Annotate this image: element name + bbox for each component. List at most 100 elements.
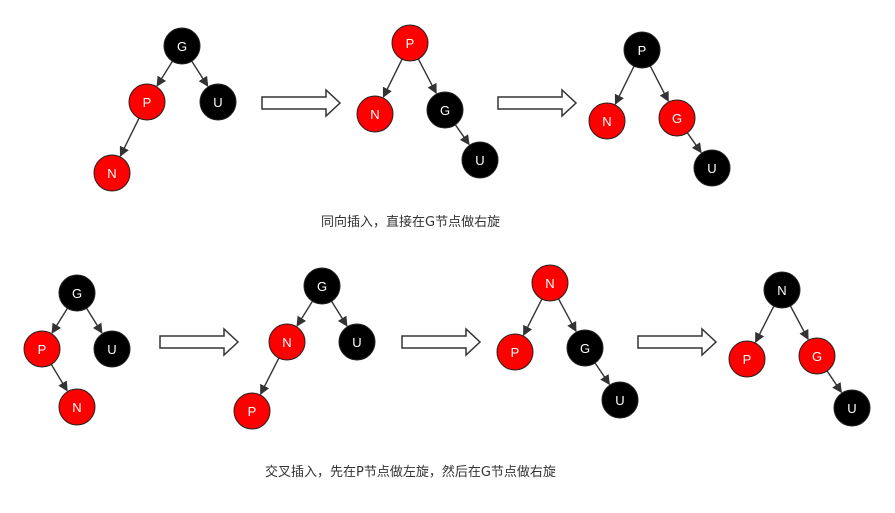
node-u: U (833, 389, 871, 427)
caption-cross-insert: 交叉插入，先在P节点做左旋，然后在G节点做右旋 (265, 465, 556, 480)
node-circle-black (601, 381, 639, 419)
node-u: U (693, 149, 731, 187)
node-g: G (658, 99, 696, 137)
nodes-cross-left-rotated: G N U P (233, 267, 376, 430)
node-circle-red (93, 154, 131, 192)
node-circle-black (58, 274, 96, 312)
node-u: U (461, 141, 499, 179)
node-n: N (356, 95, 394, 133)
node-label: G (672, 111, 682, 126)
nodes-cross-recolored: N P G U (728, 271, 871, 427)
node-circle-red (268, 323, 306, 361)
node-label: N (777, 283, 786, 298)
node-circle-red (496, 333, 534, 371)
node-circle-red (798, 337, 836, 375)
nodes-same-dir-rotated: P N G U (356, 24, 499, 179)
node-label: G (317, 279, 327, 294)
node-circle-black (763, 271, 801, 309)
node-circle-black (833, 389, 871, 427)
node-circle-black (623, 31, 661, 69)
node-g: G (58, 274, 96, 312)
node-label: G (177, 39, 187, 54)
node-circle-black (338, 323, 376, 361)
node-label: U (847, 401, 856, 416)
node-circle-red (531, 264, 569, 302)
node-circle-black (303, 267, 341, 305)
node-circle-black (199, 83, 237, 121)
node-circle-black (426, 91, 464, 129)
node-p: P (496, 333, 534, 371)
node-label: U (107, 342, 116, 357)
node-label: N (282, 335, 291, 350)
transition-arrow-cross-right-rotated-to-cross-recolored (637, 327, 718, 357)
node-g: G (163, 27, 201, 65)
node-n: N (763, 271, 801, 309)
node-label: G (812, 349, 822, 364)
node-circle-black (93, 330, 131, 368)
node-label: U (615, 393, 624, 408)
node-label: P (511, 345, 520, 360)
node-u: U (93, 330, 131, 368)
nodes-layer: G P U N P N G U P N G U G P U N G N U P N P G U N P G U (23, 24, 871, 430)
node-label: N (72, 400, 81, 415)
transition-arrow-cross-before-to-cross-left-rotated (159, 327, 240, 357)
node-circle-red (128, 83, 166, 121)
node-g: G (566, 329, 604, 367)
node-label: P (38, 342, 47, 357)
node-label: N (107, 166, 116, 181)
node-n: N (588, 102, 626, 140)
node-circle-red (23, 330, 61, 368)
node-n: N (531, 264, 569, 302)
node-u: U (601, 381, 639, 419)
node-circle-black (461, 141, 499, 179)
node-n: N (268, 323, 306, 361)
nodes-same-dir-before: G P U N (93, 27, 237, 192)
node-p: P (128, 83, 166, 121)
node-n: N (58, 388, 96, 426)
node-circle-black (566, 329, 604, 367)
transition-arrow-same-dir-before-to-same-dir-rotated (261, 88, 342, 118)
nodes-same-dir-recolored: P N G U (588, 31, 731, 187)
node-label: N (602, 114, 611, 129)
node-label: G (72, 286, 82, 301)
node-circle-red (391, 24, 429, 62)
transition-arrow-cross-left-rotated-to-cross-right-rotated (401, 327, 482, 357)
node-circle-black (163, 27, 201, 65)
nodes-cross-right-rotated: N P G U (496, 264, 639, 419)
node-p: P (728, 340, 766, 378)
node-label: P (406, 36, 415, 51)
node-circle-red (58, 388, 96, 426)
node-label: P (638, 43, 647, 58)
node-label: G (440, 103, 450, 118)
node-p: P (233, 392, 271, 430)
node-label: U (475, 153, 484, 168)
node-u: U (338, 323, 376, 361)
node-circle-red (588, 102, 626, 140)
node-circle-black (693, 149, 731, 187)
node-g: G (303, 267, 341, 305)
node-label: P (143, 95, 152, 110)
caption-same-direction-insert: 同向插入，直接在G节点做右旋 (321, 215, 501, 230)
node-label: N (370, 107, 379, 122)
node-label: P (248, 404, 257, 419)
node-p: P (23, 330, 61, 368)
node-circle-red (233, 392, 271, 430)
node-label: G (580, 341, 590, 356)
transition-arrow-same-dir-rotated-to-same-dir-recolored (497, 88, 578, 118)
node-u: U (199, 83, 237, 121)
node-label: U (213, 95, 222, 110)
node-p: P (623, 31, 661, 69)
node-circle-red (658, 99, 696, 137)
node-circle-red (728, 340, 766, 378)
node-g: G (426, 91, 464, 129)
node-label: U (707, 161, 716, 176)
node-circle-red (356, 95, 394, 133)
node-label: P (743, 352, 752, 367)
node-label: N (545, 276, 554, 291)
node-n: N (93, 154, 131, 192)
node-p: P (391, 24, 429, 62)
node-g: G (798, 337, 836, 375)
transition-arrows-layer (159, 88, 718, 357)
nodes-cross-before: G P U N (23, 274, 131, 426)
